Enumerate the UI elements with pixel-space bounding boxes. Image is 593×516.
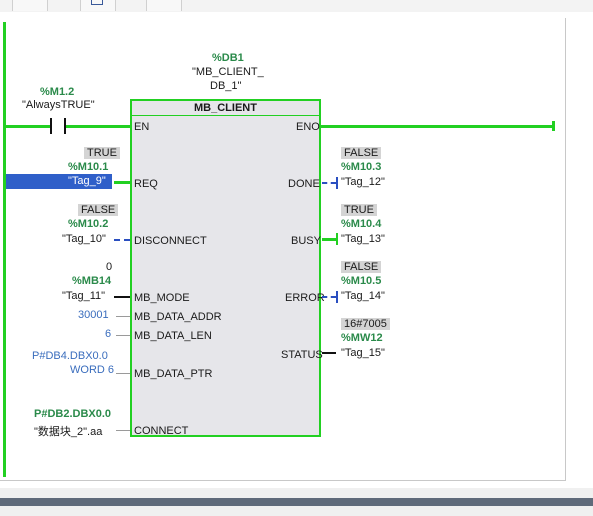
mb-mode-wire: [114, 296, 130, 298]
mb-mode-address[interactable]: %MB14: [72, 275, 112, 287]
connect-address[interactable]: P#DB2.DBX0.0: [34, 408, 112, 420]
mb-data-ptr-wire: [116, 373, 130, 374]
status-wire: [322, 352, 336, 354]
status-value: 16#7005: [341, 318, 390, 330]
rung-wire: [66, 125, 130, 128]
mb-data-len-constant[interactable]: 6: [105, 328, 112, 340]
mb-mode-status-value: 0: [106, 261, 113, 273]
toolbar-tab[interactable]: [146, 0, 182, 11]
done-wire: [322, 182, 336, 184]
busy-wire: [322, 238, 336, 241]
toolbar-tab[interactable]: [80, 0, 116, 11]
toolbar-tab[interactable]: [12, 0, 48, 11]
error-wire: [322, 296, 336, 298]
mb-data-len-wire: [116, 335, 130, 336]
error-address[interactable]: %M10.5: [341, 275, 382, 287]
instance-db-name-cont[interactable]: DB_1": [210, 80, 242, 92]
done-status-value: FALSE: [341, 147, 382, 159]
connect-wire: [116, 430, 130, 431]
horizontal-scrollbar-thumb[interactable]: [0, 498, 593, 506]
pin-mb-data-len: MB_DATA_LEN: [134, 330, 212, 342]
pin-req: REQ: [134, 178, 158, 190]
disconnect-wire: [114, 239, 130, 241]
pin-busy: BUSY: [291, 235, 321, 247]
error-tag[interactable]: "Tag_14": [341, 290, 385, 302]
req-tag[interactable]: "Tag_9": [68, 175, 106, 187]
contact-address[interactable]: %M1.2: [40, 86, 75, 98]
contact-right-bar: [64, 118, 66, 134]
error-coil-mark: [336, 291, 338, 303]
mb-data-addr-wire: [116, 316, 130, 317]
connect-tag[interactable]: "数据块_2".aa: [34, 426, 103, 438]
req-address[interactable]: %M10.1: [68, 161, 109, 173]
req-status-value: TRUE: [84, 147, 120, 159]
done-address[interactable]: %M10.3: [341, 161, 382, 173]
pin-status: STATUS: [281, 349, 323, 361]
busy-address[interactable]: %M10.4: [341, 218, 382, 230]
disconnect-status-value: FALSE: [78, 204, 119, 216]
rung-end: [552, 121, 555, 131]
pin-mb-mode: MB_MODE: [134, 292, 190, 304]
pin-en: EN: [134, 121, 150, 133]
toolbar-icon[interactable]: [91, 0, 103, 5]
disconnect-tag[interactable]: "Tag_10": [62, 233, 106, 245]
req-selected-operand[interactable]: [6, 174, 112, 189]
done-tag[interactable]: "Tag_12": [341, 176, 385, 188]
instance-db-address[interactable]: %DB1: [212, 52, 244, 64]
pin-eno: ENO: [296, 121, 320, 133]
rung-wire: [6, 125, 50, 128]
busy-tag[interactable]: "Tag_13": [341, 233, 385, 245]
error-status-value: FALSE: [341, 261, 382, 273]
pin-disconnect: DISCONNECT: [134, 235, 207, 247]
block-title: MB_CLIENT: [132, 101, 319, 116]
disconnect-address[interactable]: %M10.2: [68, 218, 109, 230]
mb-data-addr-constant[interactable]: 30001: [78, 309, 109, 321]
pin-mb-data-ptr: MB_DATA_PTR: [134, 368, 213, 380]
status-tag[interactable]: "Tag_15": [341, 347, 385, 359]
mb-client-block[interactable]: MB_CLIENT: [130, 99, 321, 437]
pin-mb-data-addr: MB_DATA_ADDR: [134, 311, 222, 323]
editor-toolbar: [0, 0, 593, 12]
busy-coil-mark: [336, 233, 338, 245]
instance-db-name[interactable]: "MB_CLIENT_: [192, 66, 264, 78]
power-rail: [3, 22, 6, 477]
busy-status-value: TRUE: [341, 204, 377, 216]
eno-wire: [321, 125, 554, 128]
req-wire: [114, 181, 130, 184]
pin-error: ERROR: [285, 292, 325, 304]
contact-left-bar: [50, 118, 52, 134]
mb-data-ptr-pointer[interactable]: P#DB4.DBX0.0: [32, 350, 108, 362]
done-coil-mark: [336, 177, 338, 189]
pin-done: DONE: [288, 178, 320, 190]
status-address[interactable]: %MW12: [341, 332, 383, 344]
mb-mode-tag[interactable]: "Tag_11": [62, 290, 106, 302]
pin-connect: CONNECT: [134, 425, 189, 437]
contact-tag[interactable]: "AlwaysTRUE": [22, 99, 95, 111]
mb-data-ptr-type[interactable]: WORD 6: [70, 364, 114, 376]
